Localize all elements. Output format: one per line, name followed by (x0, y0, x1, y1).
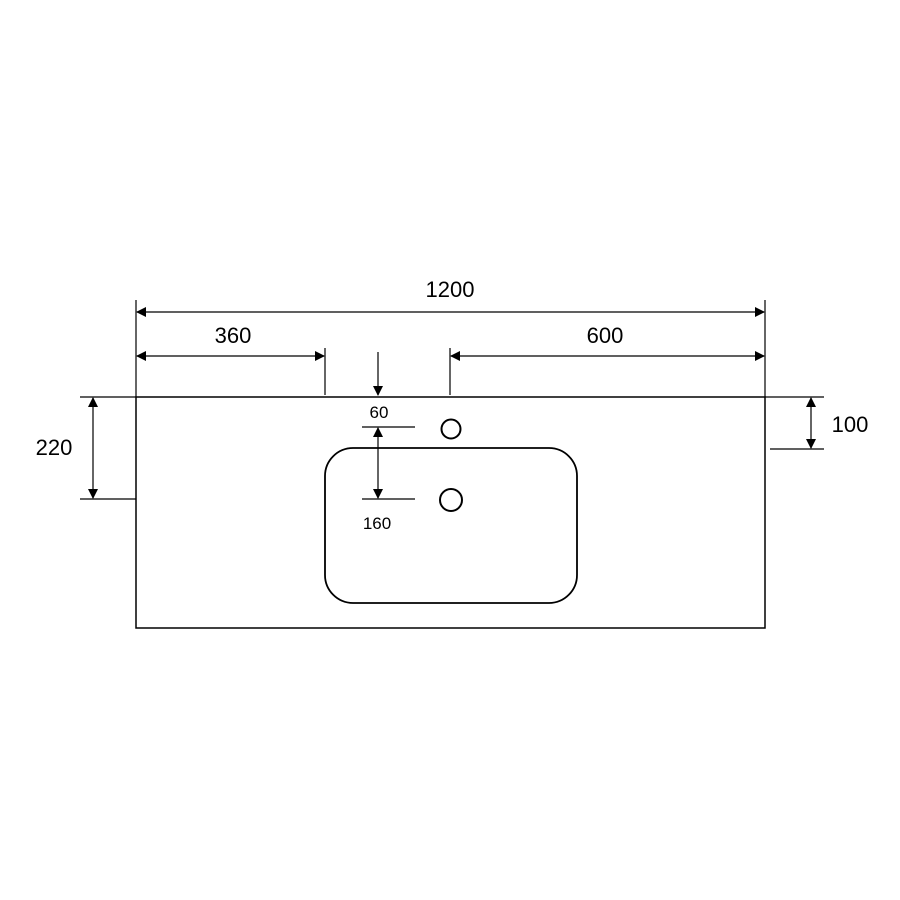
basin-outline (324, 447, 578, 604)
tap-hole-icon (440, 418, 462, 440)
dimension-label-360: 360 (215, 323, 252, 348)
dimension-label-160: 160 (363, 514, 391, 533)
dimension-label-600: 600 (587, 323, 624, 348)
countertop-outline (135, 396, 766, 629)
dimension-label-100: 100 (832, 412, 869, 437)
dimension-label-1200: 1200 (426, 277, 475, 302)
dimension-label-220: 220 (36, 435, 73, 460)
drain-hole-icon (439, 488, 463, 512)
dimension-label-60: 60 (370, 403, 389, 422)
